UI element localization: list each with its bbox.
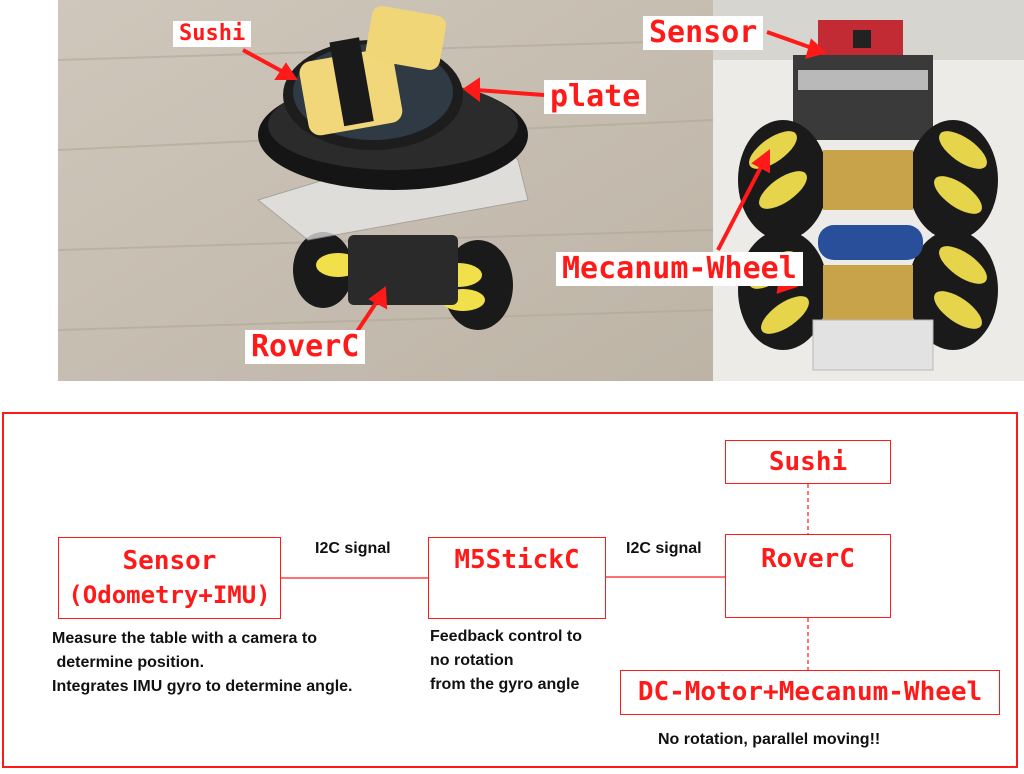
label-sushi: Sushi [173,21,252,47]
node-motor-wheel: DC-Motor+Mecanum-Wheel [620,670,1000,715]
robot-photo-right [713,0,1024,381]
node-m5stickc: M5StickC [428,537,606,619]
note-sensor: Measure the table with a camera to deter… [52,630,353,695]
node-sensor-title: Sensor [122,546,217,576]
label-roverc: RoverC [245,330,366,364]
label-mecanum-wheel: Mecanum-Wheel [556,252,803,286]
node-sushi: Sushi [725,440,891,484]
robot-photo-bottom-illustration [713,0,1024,381]
robot-photo-illustration [58,0,713,381]
edge-label-m5stickc-roverc: I2C signal [626,540,702,557]
note-motor: No rotation, parallel moving!! [658,731,881,748]
node-sensor: Sensor (Odometry+IMU) [58,537,281,619]
diagram-frame [2,412,1018,768]
node-roverc: RoverC [725,534,891,618]
edge-label-sensor-m5stickc: I2C signal [315,540,391,557]
label-plate: plate [544,80,647,114]
note-m5stickc: Feedback control to no rotation from the… [430,628,583,693]
label-sensor: Sensor [643,16,764,50]
robot-photo-left [58,0,713,381]
node-sensor-subtitle: (Odometry+IMU) [68,581,271,609]
